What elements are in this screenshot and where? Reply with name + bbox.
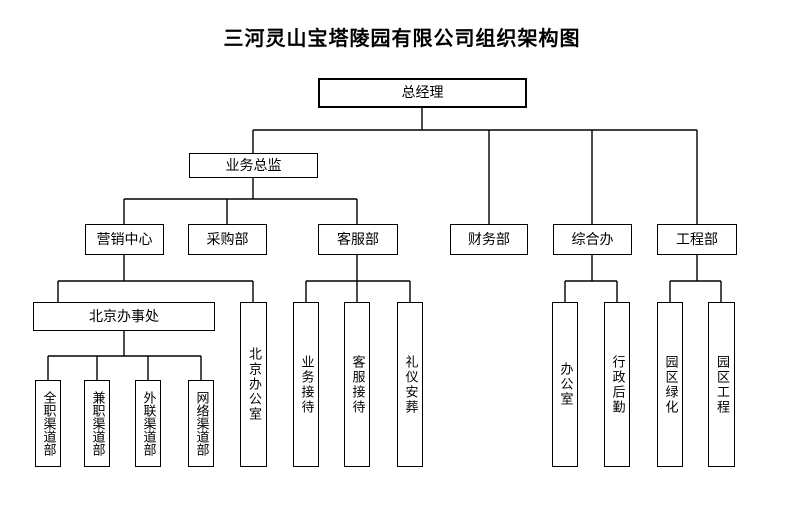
node-business-director: 业务总监 xyxy=(189,153,318,178)
node-admin-logistics: 行政后勤 xyxy=(604,302,630,467)
node-marketing-center: 营销中心 xyxy=(85,224,164,255)
node-park-engineering: 园区工程 xyxy=(708,302,735,467)
node-beijing-office: 北京办公室 xyxy=(240,302,267,467)
node-beijing-branch-office: 北京办事处 xyxy=(33,302,215,331)
node-general-affairs-office: 综合办 xyxy=(553,224,632,255)
node-external-channel-dept: 外联渠道部 xyxy=(135,380,161,467)
node-engineering-dept: 工程部 xyxy=(657,224,737,255)
node-funeral-etiquette: 礼仪安葬 xyxy=(397,302,423,467)
node-general-manager: 总经理 xyxy=(318,78,527,108)
node-customer-reception: 客服接待 xyxy=(344,302,370,467)
node-parttime-channel-dept: 兼职渠道部 xyxy=(84,380,110,467)
node-park-greening: 园区绿化 xyxy=(657,302,683,467)
node-customer-service-dept: 客服部 xyxy=(318,224,398,255)
node-finance-dept: 财务部 xyxy=(450,224,528,255)
chart-title: 三河灵山宝塔陵园有限公司组织架构图 xyxy=(223,26,581,50)
node-purchasing-dept: 采购部 xyxy=(188,224,267,255)
node-fulltime-channel-dept: 全职渠道部 xyxy=(35,380,61,467)
node-network-channel-dept: 网络渠道部 xyxy=(188,380,214,467)
node-business-reception: 业务接待 xyxy=(293,302,319,467)
node-office: 办公室 xyxy=(552,302,578,467)
